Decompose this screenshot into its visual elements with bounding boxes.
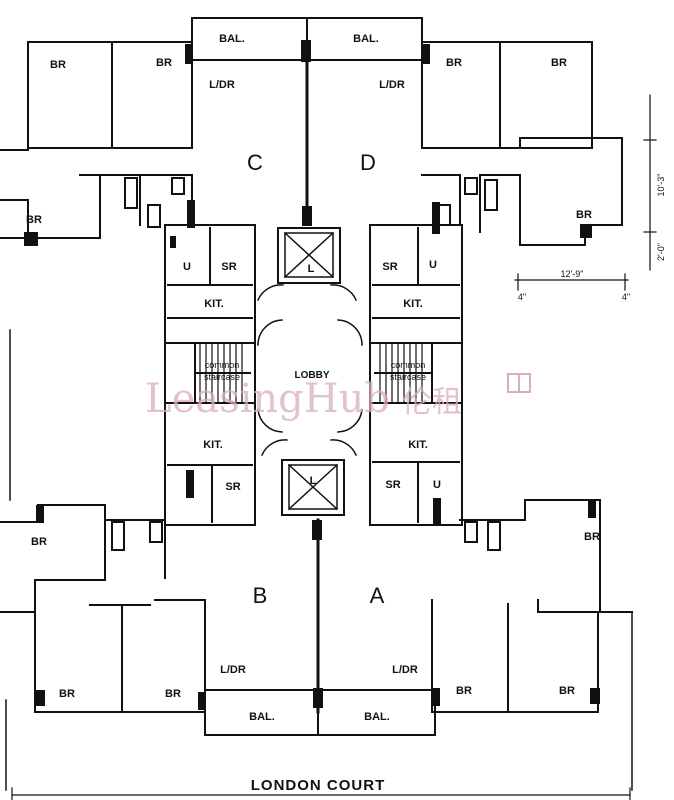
staircase-label-right-line2: staircase xyxy=(390,372,426,382)
bedroom-label: BR xyxy=(576,209,592,221)
balcony-label-c: BAL. xyxy=(219,33,245,45)
staircase-label-left-line2: staircase xyxy=(204,372,240,382)
staircase-label-right-line1: common xyxy=(391,360,426,370)
dimension-height-upper: 10'-3" xyxy=(656,174,666,197)
bedroom-label: BR xyxy=(456,685,472,697)
watermark-text: LeasingHub xyxy=(145,376,390,422)
unit-b-label: B xyxy=(253,583,268,608)
dimension-height-lower: 2'-0" xyxy=(656,243,666,261)
bedroom-label: BR xyxy=(26,214,42,226)
lobby-doors xyxy=(257,284,363,456)
bedroom-label: BR xyxy=(559,685,575,697)
dimension-width-main: 12'-9" xyxy=(561,269,584,279)
bedroom-label: BR xyxy=(584,531,600,543)
room-labels: BAL. BAL. BR BR L/DR L/DR BR BR BR BR C … xyxy=(26,33,600,723)
building-title: LONDON COURT xyxy=(251,777,386,794)
kitchen-label: KIT. xyxy=(203,439,223,451)
dimension-lines xyxy=(11,94,657,800)
watermark-logo-icon xyxy=(507,373,531,393)
utility-label: U xyxy=(183,261,191,273)
bedroom-label: BR xyxy=(156,57,172,69)
store-room-label: SR xyxy=(225,481,240,493)
bedroom-label: BR xyxy=(31,536,47,548)
kitchen-label: KIT. xyxy=(204,298,224,310)
balcony-label-a: BAL. xyxy=(364,711,390,723)
living-dining-label-d: L/DR xyxy=(379,79,405,91)
utility-label: U xyxy=(186,481,194,493)
utility-label: U xyxy=(429,259,437,271)
balcony-label-b: BAL. xyxy=(249,711,275,723)
lower-core-walls xyxy=(164,402,463,526)
kitchen-label: KIT. xyxy=(403,298,423,310)
dimension-side-left: 4" xyxy=(518,292,526,302)
store-room-label: SR xyxy=(221,261,236,273)
lift-shaft-top xyxy=(277,227,341,284)
dimension-side-right: 4" xyxy=(622,292,630,302)
bedroom-label: BR xyxy=(165,688,181,700)
staircase-right xyxy=(369,342,463,404)
lobby-label: LOBBY xyxy=(295,370,330,381)
bedroom-label: BR xyxy=(50,59,66,71)
unit-d-label: D xyxy=(360,150,376,175)
utility-label: U xyxy=(433,479,441,491)
bedroom-label: BR xyxy=(446,57,462,69)
watermark: LeasingHub 伦租 xyxy=(145,373,531,422)
central-wall xyxy=(305,58,320,714)
balcony-label-d: BAL. xyxy=(353,33,379,45)
unit-a-walls xyxy=(431,499,633,713)
watermark-cjk-text: 伦租 xyxy=(402,385,462,420)
structural-columns xyxy=(24,40,600,710)
lift-shaft-bottom xyxy=(281,459,345,516)
lift-label-bottom: L xyxy=(310,475,317,487)
living-dining-label-a: L/DR xyxy=(392,664,418,676)
bedroom-label: BR xyxy=(59,688,75,700)
unit-c-walls xyxy=(0,41,193,239)
dimension-labels: 12'-9" 4" 4" 10'-3" 2'-0" xyxy=(518,174,666,302)
unit-a-label: A xyxy=(370,583,385,608)
living-dining-label-b: L/DR xyxy=(220,664,246,676)
staircase-label-left-line1: common xyxy=(205,360,240,370)
unit-c-label: C xyxy=(247,150,263,175)
store-room-label: SR xyxy=(382,261,397,273)
lift-label-top: L xyxy=(308,263,315,275)
bedroom-label: BR xyxy=(551,57,567,69)
side-walls xyxy=(5,329,633,791)
kitchen-label: KIT. xyxy=(408,439,428,451)
store-room-label: SR xyxy=(385,479,400,491)
living-dining-label-c: L/DR xyxy=(209,79,235,91)
unit-d-walls xyxy=(421,41,623,246)
